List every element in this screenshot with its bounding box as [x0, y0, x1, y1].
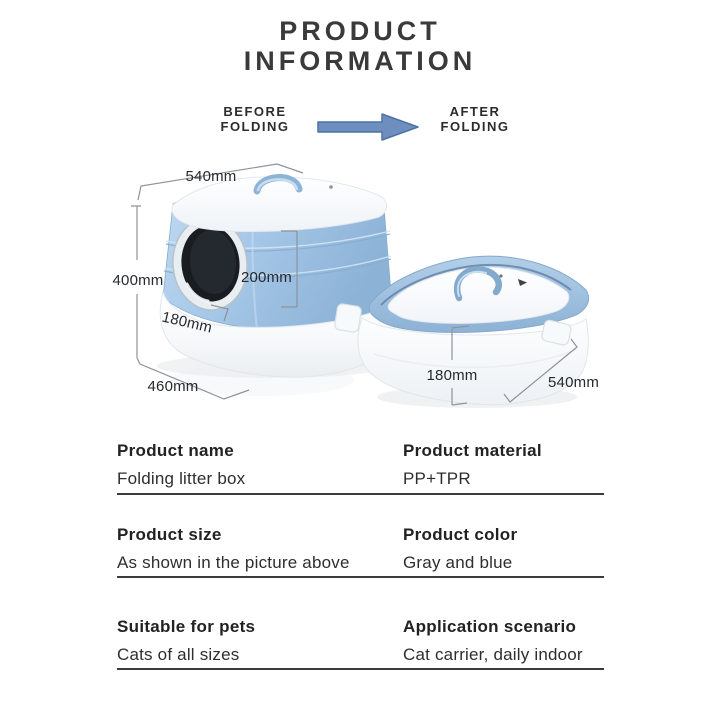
spec-label-product-material: Product material — [403, 441, 542, 460]
folded-base-latch — [541, 319, 572, 346]
dim-line-opening-height — [281, 230, 298, 308]
before-folding-label: BEFORE FOLDING — [190, 104, 320, 134]
folded-base-white — [357, 317, 589, 406]
before-label-line2: FOLDING — [220, 119, 290, 134]
litter-box-before-folding — [159, 174, 396, 378]
page-title-line1: PRODUCT — [279, 16, 441, 46]
after-label-line2: FOLDING — [440, 119, 510, 134]
box-lid-white — [171, 176, 387, 233]
dim-line-bottom-depth — [136, 357, 250, 400]
spec-value-product-color: Gray and blue — [403, 553, 513, 572]
base-latch-left-box — [334, 303, 362, 333]
spec-label-product-color: Product color — [403, 525, 518, 544]
dim-line-folded-height — [451, 325, 470, 406]
page-title: PRODUCT INFORMATION — [0, 16, 720, 76]
dim-label-folded-height: 180mm — [426, 367, 477, 384]
spec-cell-product-name: Product name Folding litter box — [117, 437, 403, 493]
opening-inner-shade — [189, 230, 237, 294]
spec-row-name-material: Product name Folding litter box Product … — [117, 437, 604, 495]
dim-tick-base-height — [210, 304, 229, 322]
spec-value-product-size: As shown in the picture above — [117, 553, 350, 572]
before-dimensions: 540mm 400mm 200mm 180mm 460mm — [112, 163, 304, 400]
spec-cell-product-size: Product size As shown in the picture abo… — [117, 521, 403, 576]
spec-label-product-name: Product name — [117, 441, 234, 460]
dim-label-folded-width: 540mm — [548, 374, 599, 391]
spec-cell-product-material: Product material PP+TPR — [403, 437, 604, 493]
spec-cell-product-color: Product color Gray and blue — [403, 521, 604, 576]
dim-line-top-width — [137, 163, 304, 201]
after-dimensions: 180mm 540mm — [426, 325, 599, 406]
dim-label-opening-height: 200mm — [241, 269, 292, 286]
product-diagram: 540mm 400mm 200mm 180mm 460mm 180mm 540m… — [112, 163, 599, 408]
folded-handle-highlight — [456, 270, 487, 297]
dim-label-top-width: 540mm — [185, 168, 236, 185]
dim-line-folded-width — [503, 338, 578, 403]
after-folding-label: AFTER FOLDING — [410, 104, 540, 134]
folded-rim-seal-line — [380, 263, 572, 306]
dim-label-bottom-depth: 460mm — [147, 378, 198, 395]
spec-row-pets-scenario: Suitable for pets Cats of all sizes Appl… — [117, 613, 604, 670]
right-arrow-icon — [317, 113, 419, 141]
folded-lid-logo-mark — [518, 279, 527, 286]
page-title-line2: INFORMATION — [243, 46, 477, 76]
spec-cell-application-scenario: Application scenario Cat carrier, daily … — [403, 613, 604, 668]
after-label-line1: AFTER — [449, 104, 501, 119]
lid-button-dot — [329, 185, 333, 189]
spec-label-suitable-pets: Suitable for pets — [117, 617, 256, 636]
spec-label-product-size: Product size — [117, 525, 222, 544]
dim-label-height: 400mm — [112, 272, 163, 289]
spec-value-product-name: Folding litter box — [117, 469, 246, 488]
lid-handle-highlight — [256, 178, 299, 192]
dim-line-height — [131, 205, 141, 358]
spec-row-size-color: Product size As shown in the picture abo… — [117, 521, 604, 578]
spec-value-product-material: PP+TPR — [403, 469, 471, 488]
before-label-line1: BEFORE — [223, 104, 287, 119]
folded-base-crease — [373, 348, 578, 369]
litter-box-after-folding — [357, 255, 590, 406]
spec-label-application-scenario: Application scenario — [403, 617, 577, 636]
arrow-shape — [317, 113, 419, 141]
spec-value-suitable-pets: Cats of all sizes — [117, 645, 240, 664]
spec-cell-suitable-pets: Suitable for pets Cats of all sizes — [117, 613, 403, 668]
folded-lid-dot — [499, 274, 503, 278]
spec-value-application-scenario: Cat carrier, daily indoor — [403, 645, 583, 664]
opening-highlight — [185, 282, 210, 303]
